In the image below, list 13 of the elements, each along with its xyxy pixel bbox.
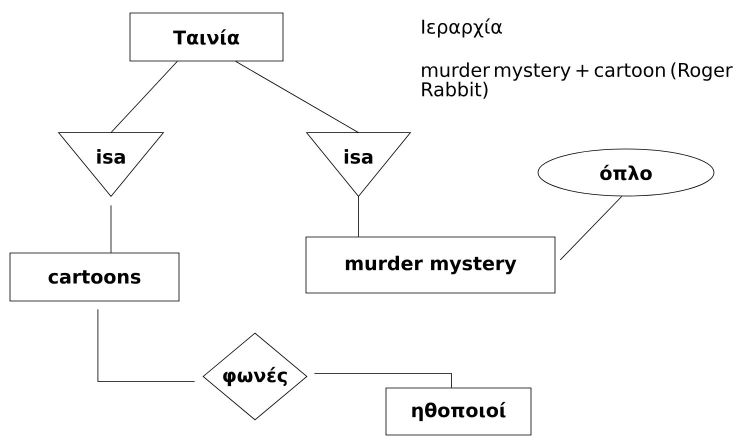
connector-line	[110, 61, 178, 133]
connector-line	[98, 309, 195, 382]
connector-line	[110, 205, 112, 253]
entity-box: cartoons	[10, 252, 180, 302]
connector-line	[358, 196, 359, 237]
connector-line	[314, 373, 452, 388]
connector-line	[560, 196, 622, 260]
note-text: murder mystery + cartoon (Roger Rabbit)	[422, 62, 733, 99]
note-text: Ιεραρχία	[422, 18, 502, 38]
entity-box: murder mystery	[306, 236, 556, 294]
connector-line	[235, 61, 359, 133]
entity-box: Ταινία	[130, 12, 284, 62]
entity-box: ηθοποιοί	[386, 388, 532, 436]
